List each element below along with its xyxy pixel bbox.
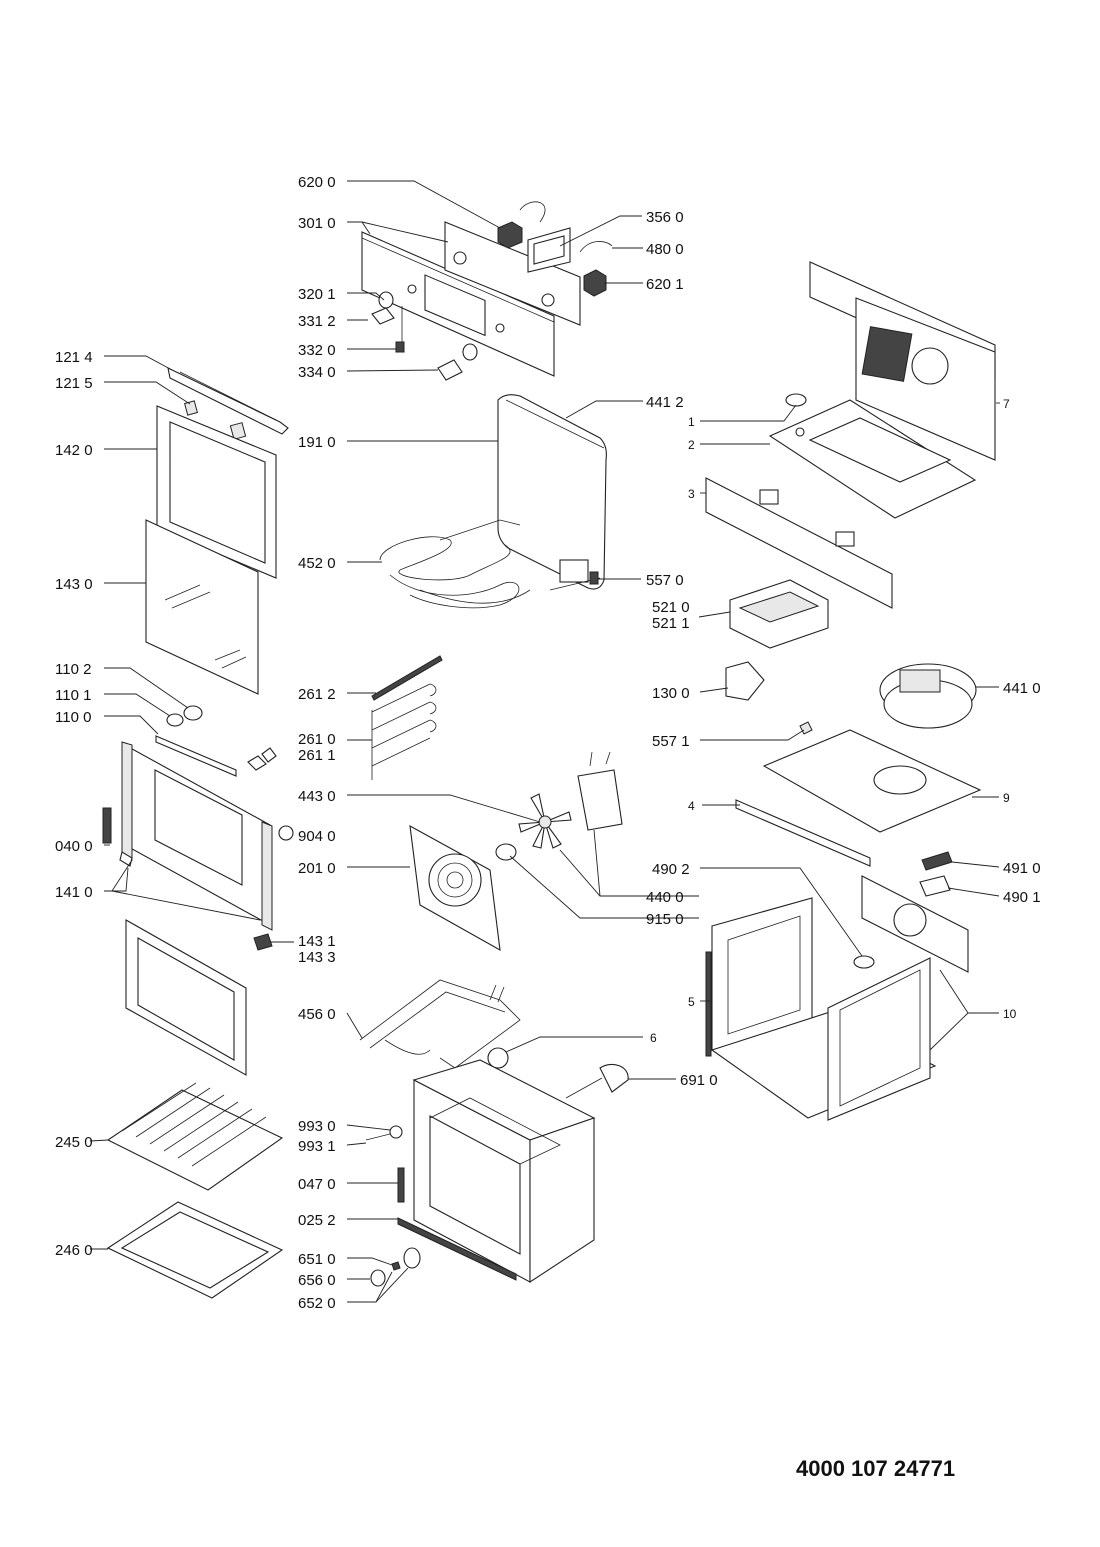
label-356-0: 356 0: [646, 209, 684, 226]
label-121-4: 121 4: [55, 349, 93, 366]
base-plate: [735, 721, 982, 867]
label-2: 2: [688, 438, 695, 452]
shelf-guides: [371, 655, 443, 780]
oven-cavity: [412, 1059, 596, 1284]
foot-6: [487, 1047, 509, 1069]
top-deflector: [768, 393, 977, 519]
label-201-0: 201 0: [298, 860, 336, 877]
label-261-1: 261 1: [298, 747, 336, 764]
door-small-parts: [253, 825, 294, 951]
outer-door: [102, 741, 273, 931]
label-456-0: 456 0: [298, 1006, 336, 1023]
label-261-2: 261 2: [298, 686, 336, 703]
label-110-2: 110 2: [55, 661, 91, 678]
label-142-0: 142 0: [55, 442, 93, 459]
screws-and-trim: [365, 1125, 517, 1281]
door-glass: [145, 519, 259, 695]
label-441-0: 441 0: [1003, 680, 1041, 697]
label-1: 1: [688, 415, 695, 429]
wire-shelf: [106, 1082, 284, 1191]
label-143-0: 143 0: [55, 576, 93, 593]
switch-and-display: [497, 201, 613, 297]
label-261-0: 261 0: [298, 731, 336, 748]
label-440-0: 440 0: [646, 889, 684, 906]
grommet: [853, 955, 875, 969]
label-110-0: 110 0: [55, 709, 91, 726]
label-993-0: 993 0: [298, 1118, 336, 1135]
control-knobs: [371, 291, 478, 381]
outer-casing: [705, 897, 937, 1121]
top-rear-panel: [809, 261, 996, 461]
door-seal-frame: [125, 919, 247, 1076]
label-040-0: 040 0: [55, 838, 93, 855]
label-047-0: 047 0: [298, 1176, 336, 1193]
label-490-2: 490 2: [652, 861, 690, 878]
label-656-0: 656 0: [298, 1272, 336, 1289]
label-10: 10: [1003, 1007, 1017, 1021]
label-5: 5: [688, 995, 695, 1009]
label-245-0: 245 0: [55, 1134, 93, 1151]
label-4: 4: [688, 799, 695, 813]
document-number: 4000 107 24771: [796, 1456, 956, 1481]
door-lock-parts: [370, 1247, 421, 1287]
top-heating-element: [379, 519, 531, 609]
label-652-0: 652 0: [298, 1295, 336, 1312]
label-480-0: 480 0: [646, 241, 684, 258]
label-143-1: 143 1: [298, 933, 336, 950]
label-7: 7: [1003, 397, 1010, 411]
label-6: 6: [650, 1031, 657, 1045]
label-9: 9: [1003, 791, 1010, 805]
cooling-fan: [725, 661, 977, 729]
leader-lines: [89, 180, 1000, 1303]
label-915-0: 915 0: [646, 911, 684, 928]
fan-blade-and-motor: [495, 751, 623, 861]
oven-door-seal: [497, 394, 607, 590]
door-hinge-parts: [155, 705, 277, 777]
door-top-profile: [167, 367, 289, 440]
control-panel: [361, 221, 581, 377]
label-121-5: 121 5: [55, 375, 93, 392]
label-441-2: 441 2: [646, 394, 684, 411]
oven-lamp: [565, 1063, 629, 1099]
label-620-1: 620 1: [646, 276, 684, 293]
label-490-1: 490 1: [1003, 889, 1041, 906]
label-691-0: 691 0: [680, 1072, 718, 1089]
label-521-0: 521 0: [652, 599, 690, 616]
rear-fan-cover: [409, 824, 501, 952]
label-332-0: 332 0: [298, 342, 336, 359]
thermostat: [549, 559, 601, 591]
label-620-0: 620 0: [298, 174, 336, 191]
label-110-1: 110 1: [55, 687, 91, 704]
label-521-1: 521 1: [652, 615, 690, 632]
label-143-3: 143 3: [298, 949, 336, 966]
label-452-0: 452 0: [298, 555, 336, 572]
rear-wall-electrics: [861, 851, 969, 973]
label-443-0: 443 0: [298, 788, 336, 805]
label-557-0: 557 0: [646, 572, 684, 589]
label-993-1: 993 1: [298, 1138, 336, 1155]
label-141-0: 141 0: [55, 884, 93, 901]
inner-door-frame: [156, 405, 277, 579]
label-130-0: 130 0: [652, 685, 690, 702]
label-191-0: 191 0: [298, 434, 336, 451]
electronic-board: [729, 579, 829, 649]
label-334-0: 334 0: [298, 364, 336, 381]
label-557-1: 557 1: [652, 733, 690, 750]
label-904-0: 904 0: [298, 828, 336, 845]
label-331-2: 331 2: [298, 313, 336, 330]
baking-tray: [106, 1201, 284, 1299]
label-246-0: 246 0: [55, 1242, 93, 1259]
rear-bracket: [705, 477, 893, 609]
part-labels: 620 0 301 0 356 0 480 0 620 1 320 1 331 …: [55, 174, 1041, 1312]
label-651-0: 651 0: [298, 1251, 336, 1268]
label-320-1: 320 1: [298, 286, 336, 303]
bottom-heating-element: [359, 979, 521, 1069]
label-025-2: 025 2: [298, 1212, 336, 1229]
label-3: 3: [688, 487, 695, 501]
label-301-0: 301 0: [298, 215, 336, 232]
label-491-0: 491 0: [1003, 860, 1041, 877]
